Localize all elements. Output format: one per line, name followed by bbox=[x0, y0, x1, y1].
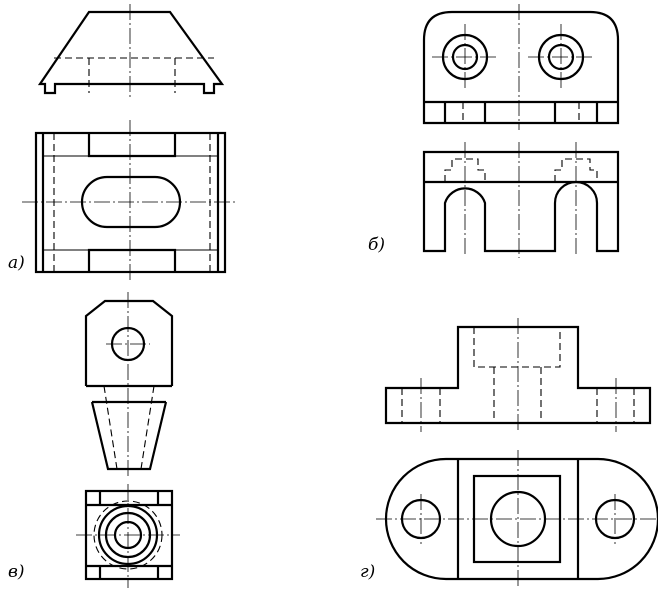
drawing-b-top-view bbox=[422, 4, 620, 130]
drawing-b: б) bbox=[368, 4, 620, 258]
drawing-b-front-view bbox=[422, 142, 620, 258]
drawing-a-front-view bbox=[37, 4, 225, 100]
drawing-g-label: г) bbox=[360, 562, 375, 582]
drawing-v-front-view bbox=[84, 292, 174, 478]
drawing-a-top-view bbox=[22, 120, 236, 282]
drawing-a: а) bbox=[8, 4, 236, 282]
drawing-v-label: в) bbox=[8, 562, 25, 582]
drawing-a-label: а) bbox=[8, 253, 25, 273]
drawing-v: в) bbox=[8, 292, 180, 588]
drawing-g-front-view bbox=[384, 318, 652, 432]
drawing-g-top-view bbox=[376, 450, 658, 588]
drawing-v-top-view bbox=[76, 484, 180, 588]
drawing-g: г) bbox=[360, 318, 658, 588]
drawing-b-label: б) bbox=[368, 235, 385, 255]
